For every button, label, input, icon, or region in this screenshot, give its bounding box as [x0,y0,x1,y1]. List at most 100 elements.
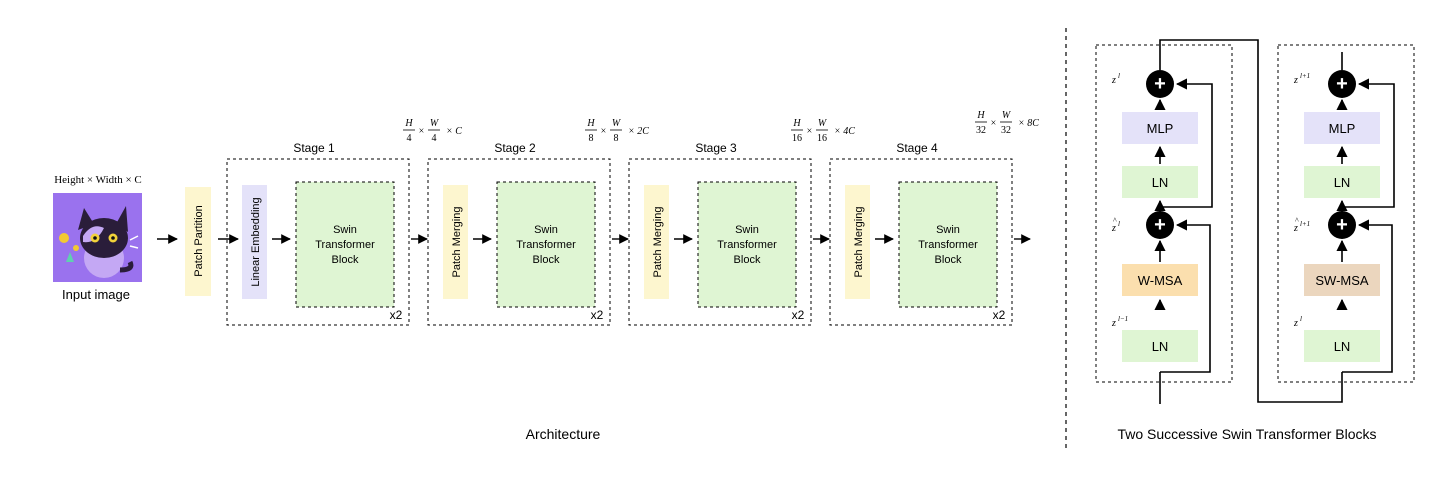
input-dim-label: Height × Width × C [54,174,142,186]
block-label: Transformer [918,239,978,251]
z-variable-label: z^l [1111,216,1120,234]
svg-text:H: H [404,118,413,129]
block-label: Block [533,254,560,266]
svg-text:×: × [991,118,997,129]
svg-text:^: ^ [1113,216,1117,225]
residual-connection [1342,219,1393,373]
block-label: Swin [936,224,960,236]
mlp-box: MLP [1122,112,1198,144]
svg-text:W: W [818,118,828,129]
svg-text:MLP: MLP [1329,121,1356,136]
block-label: Block [734,254,761,266]
svg-text:8: 8 [589,133,594,144]
svg-text:× C: × C [446,126,462,137]
svg-text:l+1: l+1 [1300,72,1310,80]
patch-merging-box [443,185,468,299]
stage-label: Stage 4 [896,141,938,155]
svg-text:H: H [586,118,595,129]
svg-text:×: × [419,126,425,137]
add-node-icon: + [1328,70,1356,98]
svg-text:×: × [601,126,607,137]
stages-group: Stage 1 Linear Embedding SwinTransformerBl… [226,141,1031,326]
block-label: Transformer [516,239,576,251]
swin-transformer-block [496,181,596,308]
block-label: Transformer [717,239,777,251]
block-label: Swin [333,224,357,236]
svg-text:z: z [1293,75,1298,86]
svg-text:z: z [1111,318,1116,329]
svg-text:× 8C: × 8C [1018,118,1039,129]
patch-merging-box [644,185,669,299]
svg-text:z: z [1111,75,1116,86]
svg-text:× 2C: × 2C [628,126,649,137]
patch-merging-label: Patch Merging [853,207,865,278]
svg-text:32: 32 [1001,125,1011,136]
add-node-icon: + [1146,70,1174,98]
patch-merging-box [845,185,870,299]
ln-box: LN [1304,330,1380,362]
dim-label-3: H16×W16× 4C [791,118,855,144]
stage-frame [829,158,1013,326]
stage-frame [226,158,410,326]
block-label: Transformer [315,239,375,251]
svg-text:+: + [1336,73,1348,95]
swin-caption: Two Successive Swin Transformer Blocks [1117,426,1376,442]
svg-text:l: l [1300,315,1302,323]
input-image [53,193,142,282]
mlp-box: MLP [1304,112,1380,144]
svg-text:Patch Partition: Patch Partition [193,205,205,277]
svg-text:l: l [1118,220,1120,228]
svg-text:z: z [1111,223,1116,234]
svg-text:4: 4 [407,133,412,144]
patch-partition-box: Patch Partition [185,187,211,296]
residual-connection [1159,78,1213,214]
ln-box: LN [1122,166,1198,198]
block-label: Swin [735,224,759,236]
residual-connection [1160,219,1211,373]
stage-label: Stage 2 [494,141,536,155]
svg-text:16: 16 [792,133,802,144]
svg-text:W: W [612,118,622,129]
attention-box: SW-MSA [1304,264,1380,296]
stage-1: Stage 1 Linear Embedding SwinTransformerBl… [226,141,410,326]
stage-label: Stage 1 [293,141,335,155]
repeat-label: x2 [993,308,1006,322]
svg-text:H: H [792,118,801,129]
dim-label-4: H32×W32× 8C [975,110,1039,136]
svg-text:W: W [1002,110,1012,121]
stage-frame [628,158,812,326]
svg-text:LN: LN [1334,175,1351,190]
svg-text:LN: LN [1152,175,1169,190]
linear-embedding-box [242,185,267,299]
architecture-caption: Architecture [526,426,601,442]
ln-box: LN [1304,166,1380,198]
dim-label-1: H 4 × W 4 × C [403,118,462,144]
svg-text:LN: LN [1334,339,1351,354]
repeat-label: x2 [591,308,604,322]
stage-frame [427,158,611,326]
patch-merging-label: Patch Merging [451,207,463,278]
swin-transformer-block [697,181,797,308]
z-variable-label: z^l+1 [1293,216,1310,234]
ln-box: LN [1122,330,1198,362]
block-label: Block [332,254,359,266]
svg-text:z: z [1293,318,1298,329]
svg-text:W: W [430,118,440,129]
residual-connection [1341,78,1395,214]
svg-text:l+1: l+1 [1300,220,1310,228]
block-frame [1277,44,1415,383]
svg-text:16: 16 [817,133,827,144]
svg-text:LN: LN [1152,339,1169,354]
linear-embedding-label: Linear Embedding [250,197,262,286]
svg-text:4: 4 [432,133,437,144]
block-label: Block [935,254,962,266]
svg-text:32: 32 [976,125,986,136]
stage-4: Stage 4 Patch Merging SwinTransformerBlock… [829,141,1013,326]
